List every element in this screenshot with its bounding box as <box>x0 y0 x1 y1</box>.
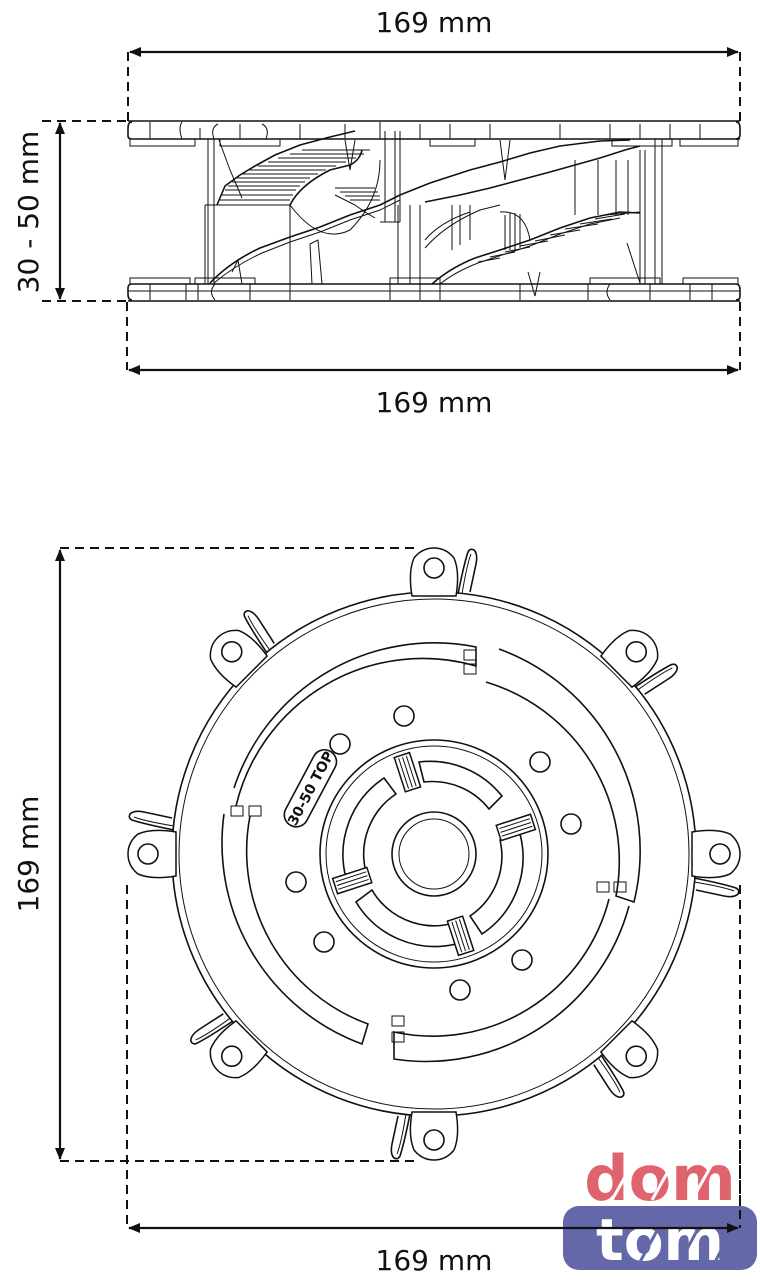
height-dimension: 30 - 50 mm <box>12 120 128 302</box>
pedestal-side-body <box>127 120 741 302</box>
bottom-width-label: 169 mm <box>376 386 493 419</box>
grip-ribs <box>331 751 537 957</box>
top-width-label: 169 mm <box>376 6 493 39</box>
top-view-width-label: 169 mm <box>376 1244 493 1277</box>
top-view-height-label: 169 mm <box>12 796 45 913</box>
thread-right <box>424 145 641 285</box>
top-width-dimension: 169 mm <box>127 6 741 122</box>
brand-logo: dom tom <box>563 1142 757 1274</box>
logo-bottom-badge <box>563 1206 757 1270</box>
outer-rim: 30-50 TOP <box>127 547 741 1161</box>
height-label: 30 - 50 mm <box>12 131 45 294</box>
top-view: 169 mm 169 mm <box>12 547 741 1277</box>
thread-left <box>209 130 631 284</box>
bottom-width-dimension: 169 mm <box>126 302 741 419</box>
side-view: 169 mm 30 - 50 mm 169 mm <box>12 6 741 419</box>
logo-top-word: dom <box>584 1142 736 1215</box>
top-view-height-dimension: 169 mm <box>12 547 420 1162</box>
